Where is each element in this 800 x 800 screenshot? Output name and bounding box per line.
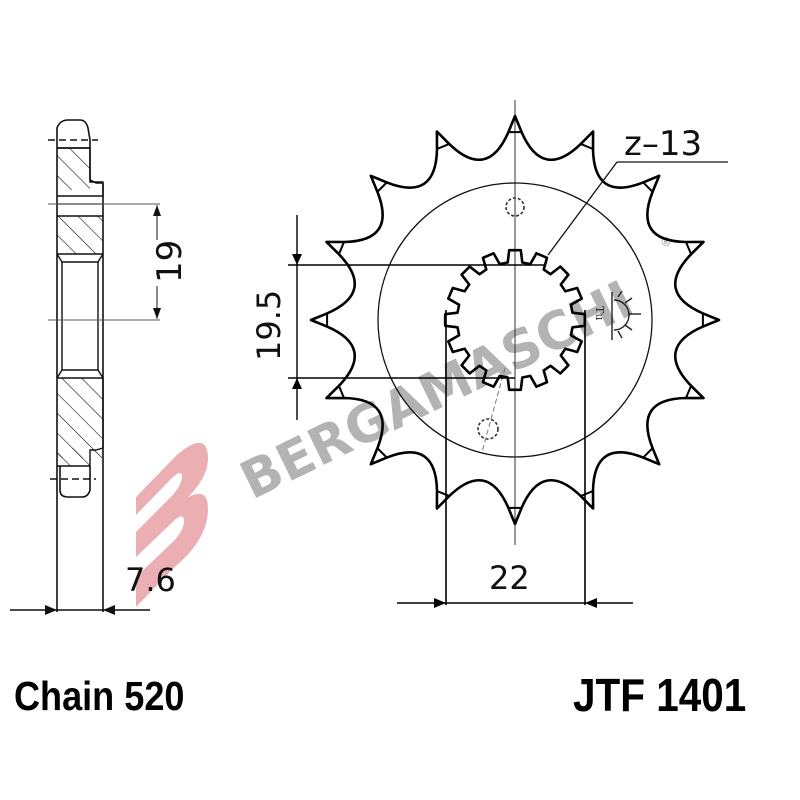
bergamaschi-b-logo-icon <box>136 442 208 607</box>
pitch-circle <box>377 182 653 458</box>
chain-size-label: Chain 520 <box>14 673 185 719</box>
dimension-label-spline-height: 19.5 <box>250 290 288 361</box>
dimension-bore-width <box>397 598 633 608</box>
inner-spline-profile <box>443 248 587 392</box>
dimension-label-bore-width: 22 <box>489 559 530 597</box>
svg-text:Tu: Tu <box>593 306 606 320</box>
bolt-hole-bottom <box>477 418 499 440</box>
dimension-label-thickness: 7.6 <box>125 561 176 599</box>
dimension-label-hub-offset: 19 <box>150 240 190 283</box>
part-number-label: JTF 1401 <box>573 669 747 721</box>
bolt-hole-top <box>505 197 525 217</box>
watermark-logo: BERGAMASCHI ® <box>136 235 672 607</box>
dimension-hub-offset <box>48 203 161 321</box>
teeth-count-label: z–13 <box>624 124 702 164</box>
sprocket-outer-profile <box>309 114 721 526</box>
dimension-spline-height <box>288 215 545 420</box>
watermark-text: BERGAMASCHI <box>231 270 643 512</box>
dimension-thickness <box>10 605 150 615</box>
side-view <box>48 119 104 612</box>
sun-surface-finish-icon: Tu <box>593 290 641 340</box>
front-view: Tu <box>309 100 728 605</box>
